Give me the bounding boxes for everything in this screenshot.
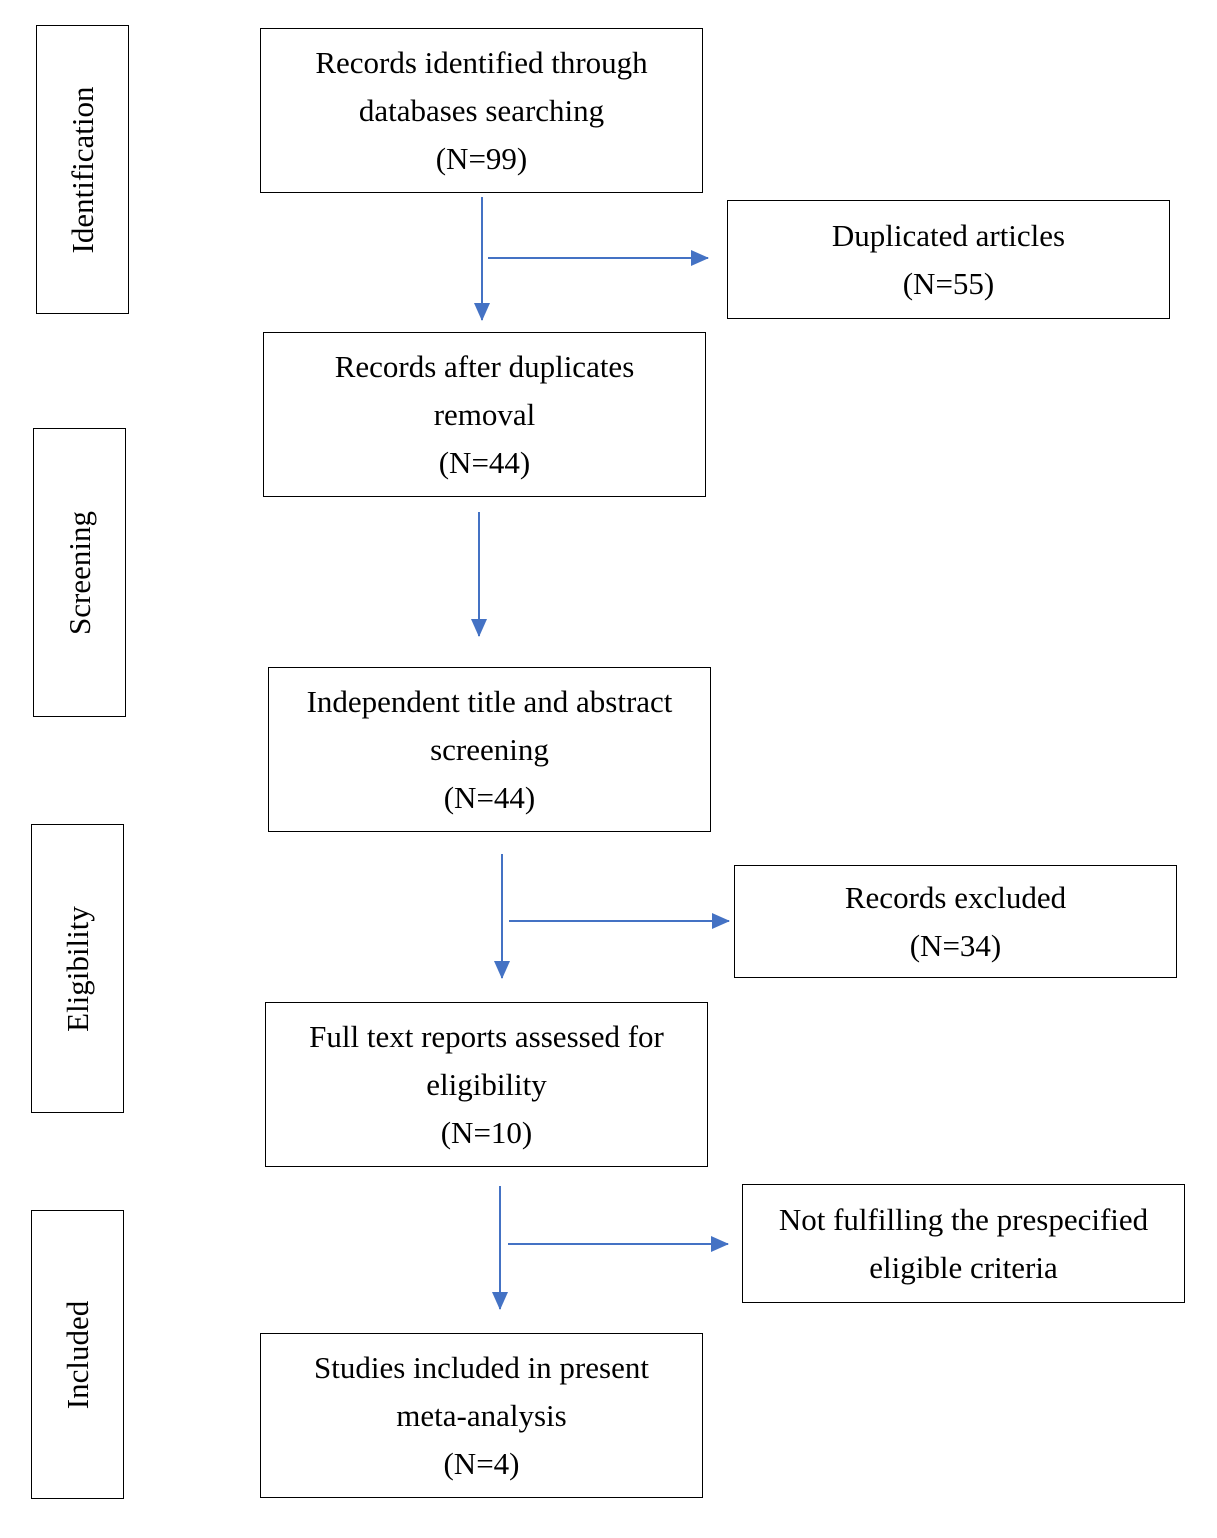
not-fulfilling-line-1: Not fulfilling the prespecified xyxy=(778,1201,1149,1237)
not-fulfilling-line-2: eligible criteria xyxy=(869,1249,1058,1285)
full-text-line-1: Full text reports assessed for xyxy=(309,1018,664,1054)
after-duplicates-line-1: Records after duplicates xyxy=(334,348,635,384)
stage-eligibility: Eligibility xyxy=(31,824,124,1113)
full-text-count: (N=10) xyxy=(440,1114,533,1150)
included-studies-box: Studies included in present meta-analysi… xyxy=(260,1333,703,1498)
stage-identification: Identification xyxy=(36,25,129,314)
included-studies-line-1: Studies included in present xyxy=(314,1349,649,1385)
title-abstract-line-1: Independent title and abstract xyxy=(306,683,673,719)
records-identified-count: (N=99) xyxy=(435,140,528,176)
records-identified-line-1: Records identified through xyxy=(315,44,648,80)
stage-included: Included xyxy=(31,1210,124,1499)
full-text-box: Full text reports assessed for eligibili… xyxy=(265,1002,708,1167)
duplicated-articles-count: (N=55) xyxy=(902,265,995,301)
duplicated-articles-line-1: Duplicated articles xyxy=(831,217,1066,253)
not-fulfilling-box: Not fulfilling the prespecified eligible… xyxy=(742,1184,1185,1303)
included-studies-count: (N=4) xyxy=(443,1445,520,1481)
records-identified-line-2: databases searching xyxy=(358,92,605,128)
records-excluded-line-1: Records excluded xyxy=(844,879,1067,915)
records-identified-box: Records identified through databases sea… xyxy=(260,28,703,193)
after-duplicates-line-2: removal xyxy=(433,396,536,432)
records-excluded-box: Records excluded (N=34) xyxy=(734,865,1177,978)
title-abstract-line-2: screening xyxy=(430,731,549,767)
duplicated-articles-box: Duplicated articles (N=55) xyxy=(727,200,1170,319)
title-abstract-box: Independent title and abstract screening… xyxy=(268,667,711,832)
stage-screening: Screening xyxy=(33,428,126,717)
after-duplicates-count: (N=44) xyxy=(438,444,531,480)
included-studies-line-2: meta-analysis xyxy=(396,1397,567,1433)
after-duplicates-box: Records after duplicates removal (N=44) xyxy=(263,332,706,497)
records-excluded-count: (N=34) xyxy=(909,927,1002,963)
title-abstract-count: (N=44) xyxy=(443,779,536,815)
full-text-line-2: eligibility xyxy=(426,1066,547,1102)
